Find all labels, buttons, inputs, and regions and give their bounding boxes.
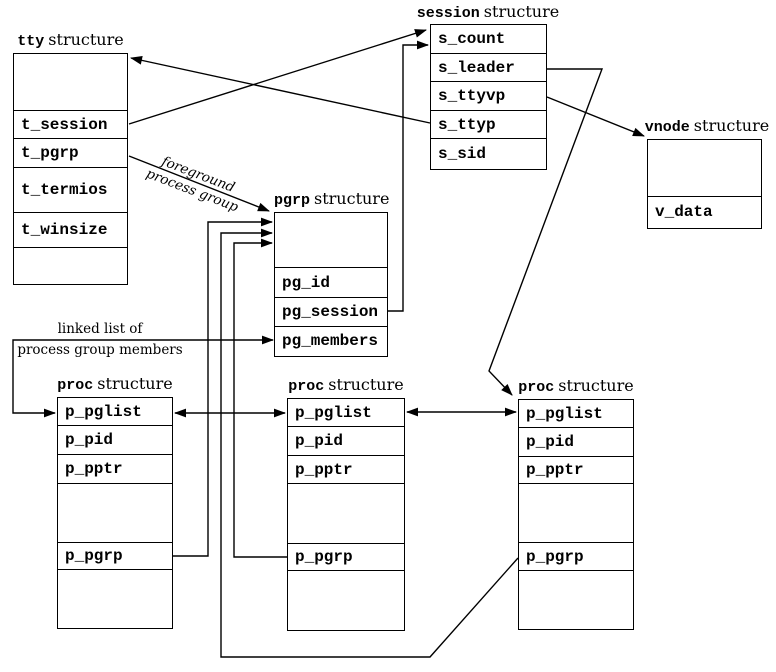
- proc3-structure-box: p_pglist p_pid p_pptr p_pgrp: [518, 399, 634, 630]
- vnode-row-empty: [648, 140, 761, 197]
- arrow-s_ttyp-to-tty: [130, 56, 431, 124]
- proc1-title-rest: structure: [97, 374, 173, 393]
- linked-list-label-line2: process group members: [17, 342, 183, 358]
- session-row-s_sid: s_sid: [438, 144, 487, 163]
- proc2-row-empty-bottom: [288, 571, 404, 629]
- pgrp-row-pg_session: pg_session: [275, 298, 387, 327]
- proc2-row-p_pglist: p_pglist: [288, 399, 404, 427]
- tty-row-empty-top: [14, 54, 127, 111]
- session-row-s_ttyp: s_ttyp: [431, 111, 546, 139]
- session-structure-box: s_count s_leader s_ttyvp s_ttyp s_sid: [430, 24, 547, 170]
- proc2-row-p_pptr: p_pptr: [288, 456, 404, 484]
- proc3-title-word: proc: [518, 379, 555, 396]
- tty-row-empty-bottom: [14, 248, 127, 283]
- proc3-row-p_pid: p_pid: [519, 428, 633, 457]
- proc2-row-p_pid: p_pid: [288, 427, 404, 456]
- tty-row-t_session: t_session: [14, 111, 127, 139]
- arrow-proc1-p_pgrp-to-pgrp: [173, 217, 273, 557]
- proc2-row-p_pgrp: p_pgrp: [288, 544, 404, 571]
- proc3-row-p_pptr: p_pptr: [519, 457, 633, 484]
- pgrp-row-pg_members: pg_members: [282, 332, 379, 350]
- tty-row-t_pgrp: t_pgrp: [14, 139, 127, 168]
- proc3-title-rest: structure: [558, 376, 634, 395]
- session-row-s_ttyvp: s_ttyvp: [431, 82, 546, 111]
- session-row-s_leader: s_leader: [431, 54, 546, 82]
- proc2-structure-box: p_pglist p_pid p_pptr p_pgrp: [287, 398, 405, 631]
- proc1-row-p_pglist: p_pglist: [58, 398, 172, 426]
- proc1-row-p_pid: p_pid: [58, 426, 172, 455]
- proc2-title-rest: structure: [328, 375, 404, 394]
- tty-row-t_termios: t_termios: [14, 168, 127, 213]
- arrow-t_session-to-session: [128, 29, 427, 125]
- tty-structure-box: t_session t_pgrp t_termios t_winsize: [13, 53, 128, 285]
- tty-title-word: tty: [17, 33, 45, 50]
- session-title-word: session: [416, 5, 480, 22]
- vnode-title-rest: structure: [693, 116, 770, 135]
- proc2-row-empty-mid: [288, 484, 404, 544]
- proc2-title-word: proc: [288, 378, 325, 395]
- proc1-row-empty-bottom: [58, 570, 172, 627]
- pgrp-row-pg_id: pg_id: [275, 268, 387, 298]
- session-row-s_count: s_count: [431, 25, 546, 54]
- proc1-title-word: proc: [57, 377, 94, 394]
- proc3-row-p_pglist: p_pglist: [519, 400, 633, 428]
- pgrp-title-word: pgrp: [274, 192, 311, 209]
- arrow-pg_session-to-session: [388, 40, 429, 312]
- linked-list-label-line1: linked list of: [57, 321, 143, 337]
- vnode-title-word: vnode: [644, 119, 690, 136]
- tty-row-t_winsize: t_winsize: [14, 213, 127, 248]
- proc1-row-empty-mid: [58, 484, 172, 543]
- proc3-row-p_pgrp: p_pgrp: [519, 543, 633, 571]
- vnode-row-v_data: v_data: [655, 203, 713, 221]
- pgrp-row-empty: [275, 213, 387, 268]
- pgrp-title-rest: structure: [314, 189, 390, 208]
- tty-title-rest: structure: [48, 30, 124, 49]
- vnode-structure-box: v_data: [647, 139, 762, 229]
- arrow-s_ttyvp-to-vnode: [546, 96, 645, 137]
- proc1-row-p_pptr: p_pptr: [58, 455, 172, 484]
- pgrp-structure-box: pg_id pg_session pg_members: [274, 212, 388, 357]
- proc3-row-empty-bottom: [519, 571, 633, 628]
- proc1-structure-box: p_pglist p_pid p_pptr p_pgrp: [57, 397, 173, 629]
- session-title-rest: structure: [483, 2, 560, 21]
- proc3-row-empty-mid: [519, 484, 633, 543]
- foreground-process-group-label: foreground process group: [143, 153, 241, 216]
- proc1-row-p_pgrp: p_pgrp: [58, 543, 172, 570]
